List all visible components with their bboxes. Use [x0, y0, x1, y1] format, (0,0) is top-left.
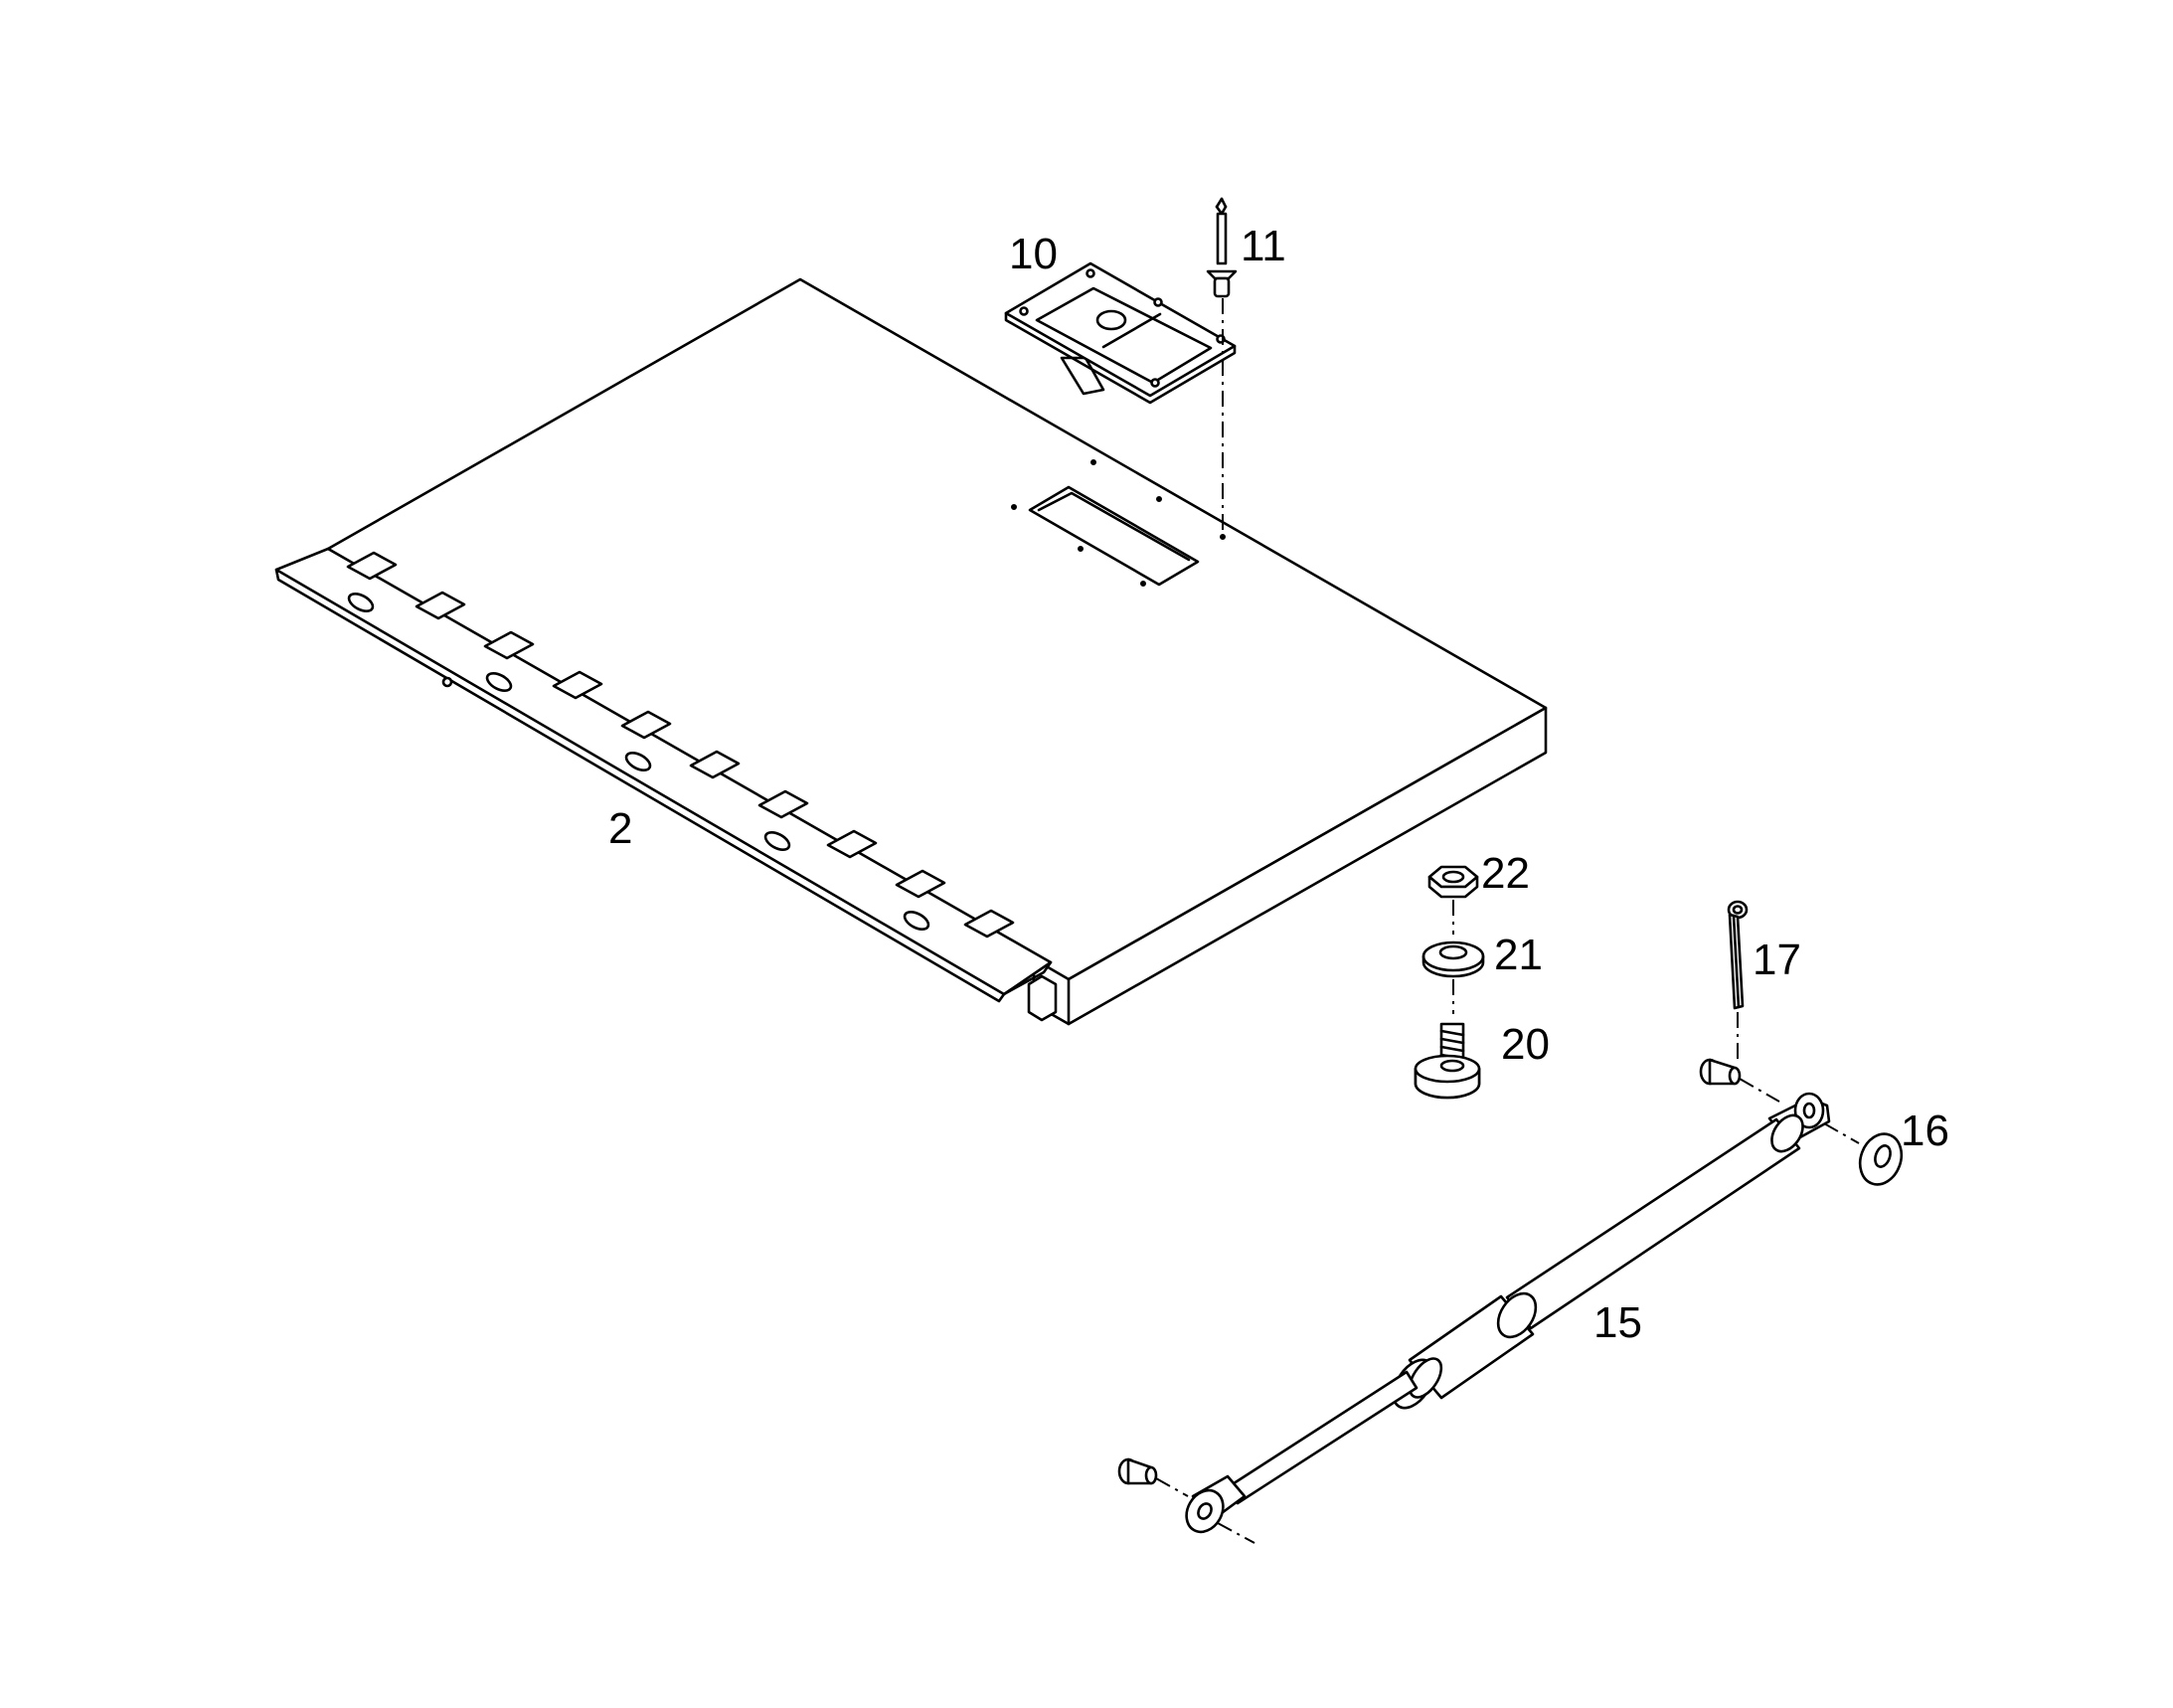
- rivet-part: [1206, 197, 1238, 298]
- callout-17: 17: [1753, 936, 1801, 984]
- bumper-part: [1414, 1022, 1481, 1100]
- hinge-slots: [347, 593, 930, 931]
- callout-11: 11: [1241, 222, 1286, 270]
- cotter-pin-part: [1727, 900, 1749, 1010]
- latch-part: [1004, 261, 1237, 405]
- callout-10: 10: [1009, 230, 1058, 278]
- clevis-pin-top: [1699, 1058, 1742, 1086]
- callout-2: 2: [608, 804, 632, 853]
- nut-part: [1427, 865, 1479, 899]
- callout-20: 20: [1501, 1020, 1550, 1069]
- clevis-pin-bottom: [1117, 1457, 1158, 1485]
- hinge-tabs: [346, 551, 1015, 939]
- callout-16: 16: [1901, 1107, 1949, 1155]
- large-washer-part: [1858, 1132, 1904, 1186]
- panel-part: [274, 277, 1548, 1026]
- callout-21: 21: [1494, 931, 1543, 979]
- gas-spring-part: [1185, 1092, 1831, 1534]
- washer-part: [1421, 940, 1485, 978]
- latch-cutout: [1011, 459, 1226, 587]
- callout-22: 22: [1481, 849, 1530, 898]
- callout-15: 15: [1593, 1298, 1642, 1347]
